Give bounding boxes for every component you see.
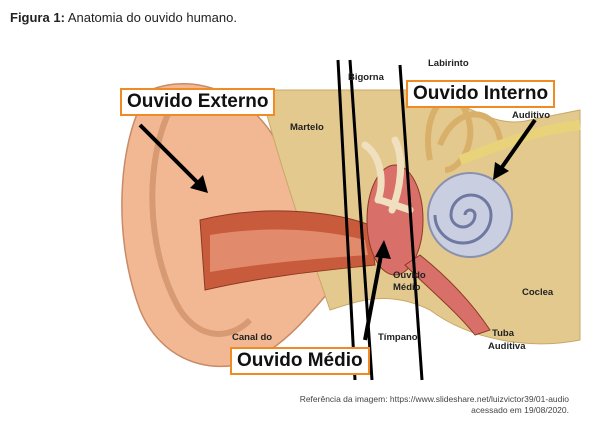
caption-label: Figura 1: (10, 10, 65, 25)
arrow-middle (363, 249, 384, 341)
outer-ear-box: Ouvido Externo (120, 88, 276, 116)
eustachian-tube (404, 254, 491, 336)
divider-line-left (336, 59, 357, 381)
reference-line-2: acessado em 19/08/2020. (471, 405, 569, 415)
image-reference: Referência da imagem: https://www.slides… (300, 394, 569, 416)
label-timpano: Tímpano (378, 332, 418, 343)
ossicles (361, 136, 414, 214)
arrow-middle-head (375, 240, 391, 259)
label-martelo: Martelo (290, 122, 324, 133)
divider-line-right (398, 64, 424, 381)
reference-line-1: Referência da imagem: https://www.slides… (299, 394, 569, 404)
label-labirinto: Labirinto (428, 58, 469, 69)
caption-text: Anatomia do ouvido humano. (67, 10, 237, 25)
label-auditiva: Auditiva (488, 341, 526, 352)
cochlea-spiral (433, 193, 493, 245)
label-bigorna: Bigorna (348, 72, 384, 83)
canal-inner (210, 229, 368, 272)
semicircular-canals (425, 95, 503, 173)
label-ouvido: Ouvido (393, 270, 426, 281)
auditory-nerve (458, 120, 581, 165)
ear-illustration (121, 59, 581, 381)
arrow-inner-head (493, 162, 509, 180)
label-medio: Médio (393, 282, 421, 293)
cochlea (427, 172, 513, 258)
figure-caption: Figura 1: Anatomia do ouvido humano. (10, 10, 237, 25)
label-tuba: Tuba (492, 328, 514, 339)
label-coclea: Coclea (522, 287, 554, 298)
arrow-inner (498, 118, 537, 172)
label-canal: Canal do (232, 332, 273, 343)
middle-ear-box: Ouvido Médio (230, 347, 370, 375)
arrow-outer (138, 123, 202, 187)
pinna-fold (149, 108, 253, 337)
inner-ear-box: Ouvido Interno (406, 80, 556, 108)
label-auditivo: Auditivo (512, 110, 550, 121)
ear-anatomy-figure: Ouvido Externo Ouvido Interno Ouvido Méd… (110, 50, 590, 385)
arrow-outer-head (190, 175, 208, 193)
